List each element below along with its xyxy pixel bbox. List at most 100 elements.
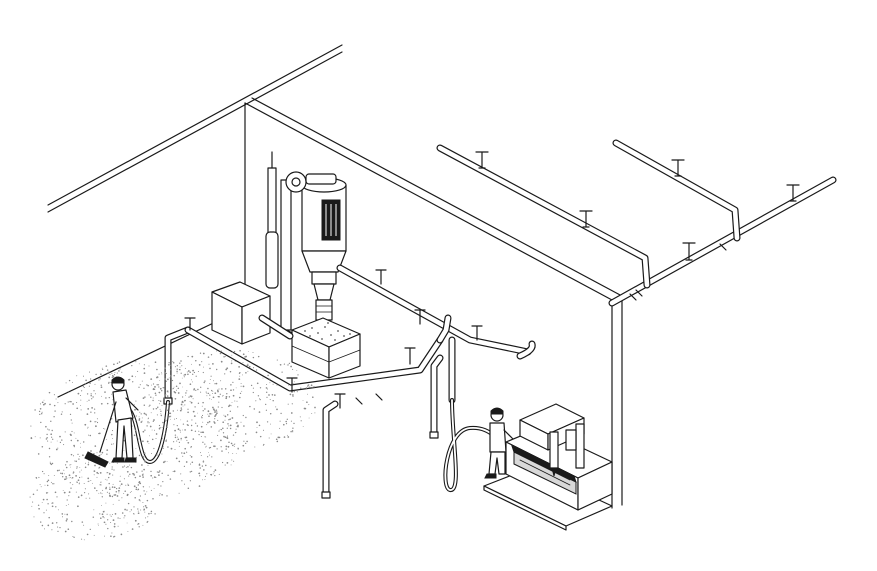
debris-speck xyxy=(134,408,136,411)
debris-speck xyxy=(132,513,135,515)
debris-speck xyxy=(256,382,259,385)
debris-speck xyxy=(106,513,108,515)
debris-speck xyxy=(226,437,229,439)
debris-speck xyxy=(111,433,113,436)
debris-speck xyxy=(66,477,68,479)
debris-speck xyxy=(229,410,231,412)
debris-speck xyxy=(144,387,146,389)
debris-speck xyxy=(202,421,204,423)
debris-speck xyxy=(84,466,87,469)
debris-speck xyxy=(70,419,72,421)
debris-speck xyxy=(231,351,234,353)
debris-speck xyxy=(65,505,67,507)
debris-speck xyxy=(244,433,247,435)
debris-speck xyxy=(140,421,143,423)
debris-speck xyxy=(180,407,183,409)
debris-speck xyxy=(65,476,67,478)
debris-speck xyxy=(80,442,82,444)
debris-speck xyxy=(204,436,206,438)
debris-speck xyxy=(216,448,218,450)
debris-speck xyxy=(216,412,218,415)
debris-speck xyxy=(48,456,51,458)
debris-speck xyxy=(243,450,245,452)
debris-speck xyxy=(237,425,239,428)
silencer xyxy=(265,231,279,289)
debris-speck xyxy=(64,513,66,515)
debris-speck xyxy=(205,436,207,438)
worker-at-machine-icon xyxy=(484,407,515,479)
debris-speck xyxy=(182,401,184,403)
debris-speck xyxy=(140,509,142,511)
debris-speck xyxy=(307,384,310,386)
debris-speck xyxy=(266,421,269,423)
debris-speck xyxy=(107,527,109,530)
debris-speck xyxy=(94,383,96,385)
debris-speck xyxy=(158,386,160,388)
debris-speck xyxy=(269,382,271,384)
debris-speck xyxy=(52,438,54,440)
debris-speck xyxy=(148,405,150,407)
debris-speck xyxy=(150,474,153,477)
debris-speck xyxy=(65,464,67,466)
debris-speck xyxy=(91,407,93,409)
debris-speck xyxy=(88,461,90,463)
debris-speck xyxy=(287,436,290,438)
debris-speck xyxy=(234,400,236,402)
debris-speck xyxy=(68,474,71,477)
debris-speck xyxy=(68,491,71,493)
debris-speck xyxy=(138,438,140,440)
debris-speck xyxy=(127,502,130,505)
debris-speck xyxy=(177,428,180,431)
debris-speck xyxy=(175,457,178,460)
debris-speck xyxy=(47,440,49,442)
debris-speck xyxy=(143,404,146,406)
debris-speck xyxy=(283,436,286,438)
debris-speck xyxy=(76,401,78,404)
debris-speck xyxy=(141,380,143,382)
debris-speck xyxy=(43,473,45,475)
debris-speck xyxy=(236,400,238,402)
debris-speck xyxy=(119,368,121,370)
debris-speck xyxy=(114,513,117,515)
debris-speck xyxy=(137,510,139,512)
debris-speck xyxy=(200,431,202,433)
debris-speck xyxy=(29,496,31,498)
debris-speck xyxy=(170,374,172,376)
debris-speck xyxy=(269,398,271,401)
debris-speck xyxy=(115,490,118,493)
debris-speck xyxy=(113,523,116,525)
debris-speck xyxy=(47,428,49,430)
debris-speck xyxy=(127,465,129,468)
debris-speck xyxy=(100,373,102,376)
debris-speck xyxy=(291,430,294,432)
debris-speck xyxy=(187,370,190,372)
debris-speck xyxy=(42,403,45,406)
debris-speck xyxy=(101,452,104,454)
debris-speck xyxy=(133,485,136,488)
debris-speck xyxy=(93,509,95,511)
debris-speck xyxy=(124,490,126,493)
debris-speck xyxy=(237,406,239,408)
debris-speck xyxy=(266,388,269,390)
debris-speck xyxy=(134,435,136,437)
debris-speck xyxy=(95,425,97,428)
debris-speck xyxy=(143,508,146,511)
debris-speck xyxy=(96,452,98,454)
debris-speck xyxy=(169,369,172,371)
debris-speck xyxy=(201,361,203,363)
debris-speck xyxy=(82,375,85,377)
debris-speck xyxy=(239,396,241,399)
debris-speck xyxy=(166,439,167,441)
debris-speck xyxy=(99,466,101,468)
debris-speck xyxy=(81,476,83,478)
debris-speck xyxy=(79,394,82,397)
debris-speck xyxy=(212,408,215,411)
debris-speck xyxy=(299,387,302,389)
debris-speck xyxy=(141,417,143,419)
debris-speck xyxy=(71,381,73,383)
debris-speck xyxy=(152,477,154,479)
debris-speck xyxy=(147,384,149,387)
debris-speck xyxy=(156,384,158,386)
debris-speck xyxy=(137,508,139,510)
debris-speck xyxy=(86,413,89,415)
